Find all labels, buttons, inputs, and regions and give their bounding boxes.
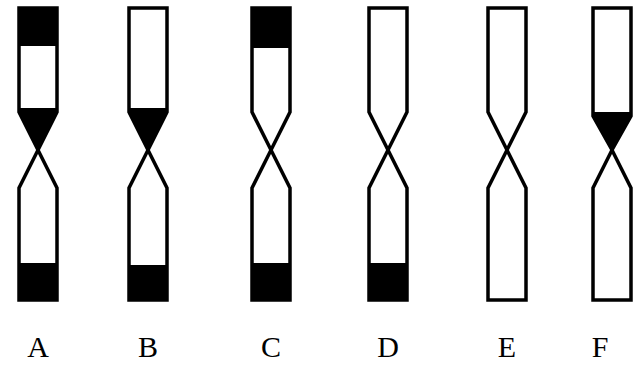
centromere-band bbox=[19, 108, 57, 150]
centromere-band bbox=[129, 108, 167, 150]
telomere-band bbox=[252, 263, 290, 300]
chromosome-outline bbox=[19, 8, 57, 300]
panel-letter: F bbox=[570, 330, 630, 364]
chromosome-outline bbox=[129, 8, 167, 300]
telomere-band bbox=[19, 8, 57, 46]
panel-letter: E bbox=[477, 330, 537, 364]
telomere-band bbox=[19, 263, 57, 300]
telomere-band bbox=[129, 265, 167, 300]
chromosome-outline bbox=[369, 8, 407, 300]
telomere-band bbox=[252, 8, 290, 48]
chromosome-outline bbox=[488, 8, 526, 300]
chromosome-outline bbox=[252, 8, 290, 300]
telomere-band bbox=[369, 263, 407, 300]
panel-letter: A bbox=[8, 330, 68, 364]
centromere-band bbox=[593, 112, 631, 150]
chromosome-outline bbox=[593, 8, 631, 300]
panel-letter: C bbox=[241, 330, 301, 364]
panel-letter: B bbox=[118, 330, 178, 364]
panel-letter: D bbox=[358, 330, 418, 364]
